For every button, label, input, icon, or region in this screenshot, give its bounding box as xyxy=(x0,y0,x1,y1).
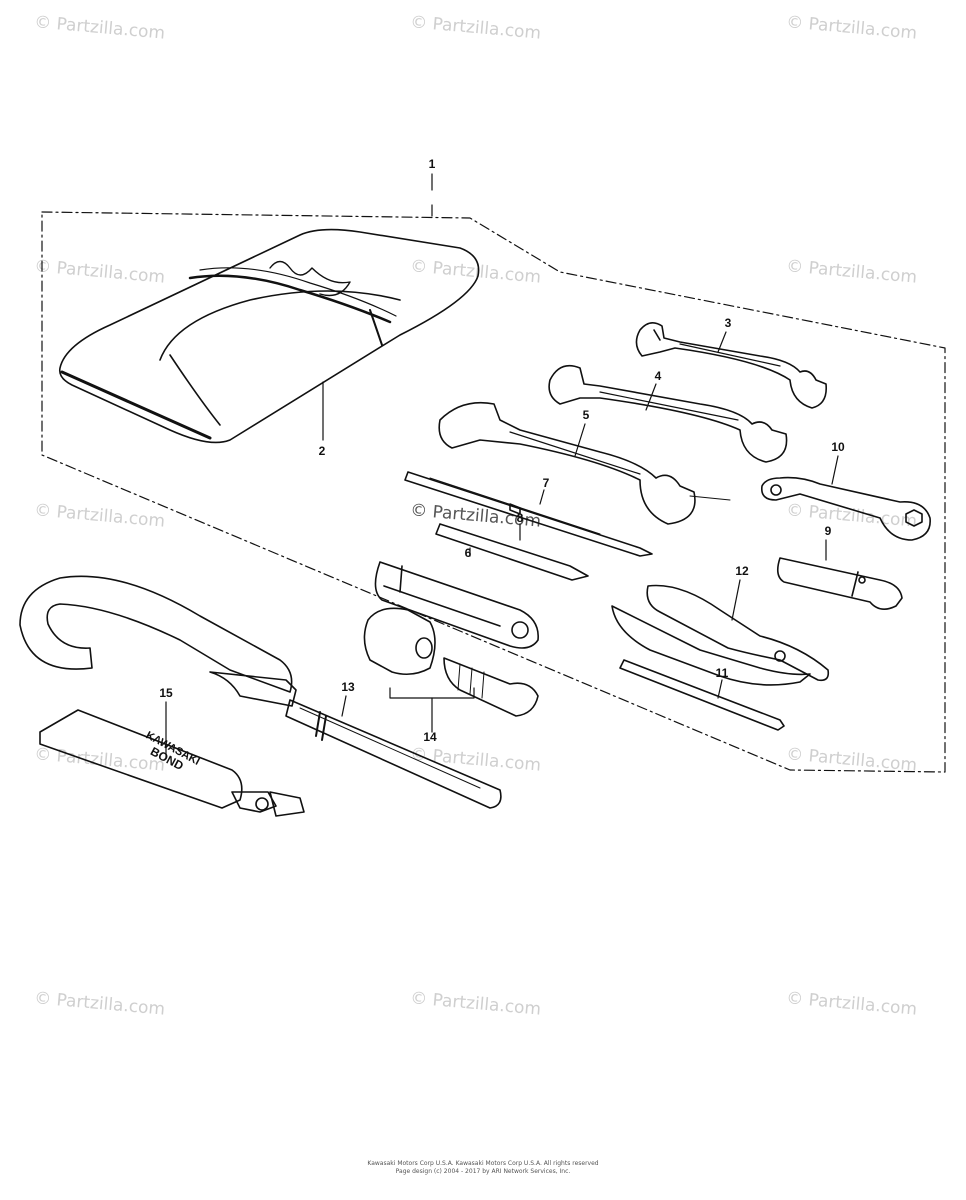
callout-1: 1 xyxy=(428,157,436,171)
callout-7: 7 xyxy=(542,476,550,490)
callout-10: 10 xyxy=(831,440,845,454)
callout-4: 4 xyxy=(654,369,662,383)
callout-11: 11 xyxy=(715,666,729,680)
hook-puller-drawing xyxy=(19,575,502,809)
wrench-medium-drawing xyxy=(548,364,788,463)
callout-8: 8 xyxy=(516,511,524,525)
callout-15: 15 xyxy=(159,686,173,700)
footer-copyright: Kawasaki Motors Corp U.S.A. Kawasaki Mot… xyxy=(367,1160,599,1167)
pliers-drawing xyxy=(611,584,830,686)
callout-leader-7 xyxy=(539,489,545,505)
callout-leader-12 xyxy=(731,579,741,621)
callout-leader-10 xyxy=(831,455,839,485)
callout-13: 13 xyxy=(341,680,355,694)
callout-leader-11 xyxy=(717,679,723,699)
tool-bag-drawing xyxy=(58,228,480,444)
screwdriver-blade-drawing xyxy=(435,523,589,581)
wrench-small-drawing xyxy=(635,322,828,409)
wrench-large-drawing xyxy=(438,401,731,525)
assembly-bracket xyxy=(41,211,946,773)
callout-leader-5 xyxy=(574,423,586,457)
screwdriver-drawing xyxy=(404,471,653,557)
tube-socket-drawing xyxy=(776,557,903,610)
bond-tube-drawing xyxy=(39,709,305,817)
callout-leader-4 xyxy=(645,383,657,411)
callout-12: 12 xyxy=(735,564,749,578)
callout-leader-13 xyxy=(341,695,347,717)
callout-9: 9 xyxy=(824,524,832,538)
callout-2: 2 xyxy=(318,444,326,458)
callout-leader-14 xyxy=(389,687,475,699)
callout-3: 3 xyxy=(724,316,732,330)
callout-6: 6 xyxy=(464,546,472,560)
rod-drawing xyxy=(619,659,785,731)
callout-5: 5 xyxy=(582,408,590,422)
callout-leader-3 xyxy=(717,331,727,353)
nut-bolt-drawing xyxy=(363,607,539,717)
plug-wrench-drawing xyxy=(374,561,539,649)
footer-page-design: Page design (c) 2004 - 2017 by ARI Netwo… xyxy=(395,1168,571,1175)
callout-14: 14 xyxy=(423,730,437,744)
box-wrench-drawing xyxy=(760,476,931,541)
